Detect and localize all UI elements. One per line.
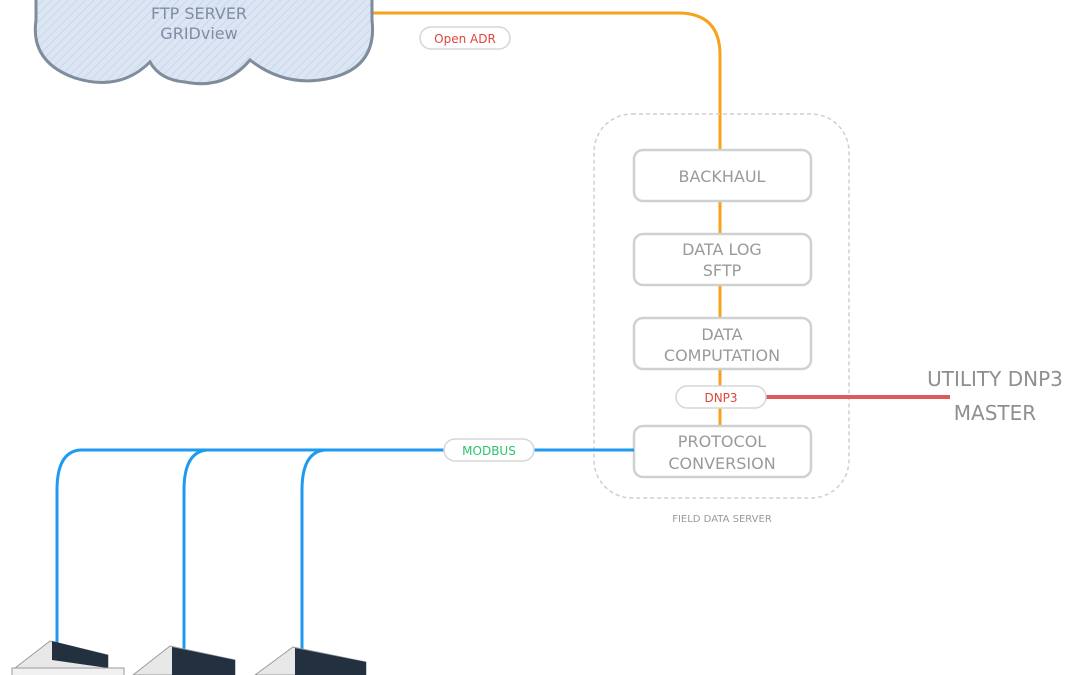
data-log-block: DATA LOG SFTP	[632, 232, 813, 287]
data-log-label-line2: SFTP	[703, 261, 742, 280]
open-adr-label: Open ADR	[434, 32, 496, 46]
backhaul-block: BACKHAUL	[632, 148, 813, 203]
field-data-server: FIELD DATA SERVER BACKHAUL DATA LOG SFTP…	[593, 113, 850, 525]
utility-master-line2: MASTER	[954, 401, 1036, 425]
field-data-server-frame	[593, 113, 850, 499]
cloud-label-line2: GRIDview	[160, 24, 237, 43]
utility-master-line1: UTILITY DNP3	[927, 367, 1063, 391]
data-computation-label-line2: COMPUTATION	[664, 346, 780, 365]
modbus-drop-1	[55, 448, 81, 645]
backhaul-label: BACKHAUL	[679, 167, 766, 186]
modbus-drop-3	[300, 448, 326, 650]
field-data-server-caption: FIELD DATA SERVER	[672, 514, 772, 525]
inverter-device-3	[254, 646, 367, 675]
inverter-device-2	[132, 645, 236, 675]
data-computation-label-line1: DATA	[701, 325, 742, 344]
modbus-drop-2	[182, 448, 208, 650]
modbus-network	[55, 448, 634, 650]
modbus-badge: MODBUS	[443, 438, 535, 462]
open-adr-link	[372, 11, 722, 150]
inverter-icon	[254, 646, 367, 675]
inverter-icon	[132, 645, 236, 675]
protocol-conversion-label-line2: CONVERSION	[668, 454, 775, 473]
cloud-label-line1: FTP SERVER	[151, 4, 247, 23]
modbus-label: MODBUS	[462, 444, 516, 458]
utility-dnp3-master: UTILITY DNP3 MASTER	[927, 367, 1063, 425]
dnp3-label: DNP3	[704, 391, 737, 405]
ftp-server-cloud: FTP SERVER GRIDview	[33, 0, 375, 86]
data-computation-block: DATA COMPUTATION	[632, 316, 813, 371]
cloud-icon	[33, 0, 375, 86]
protocol-conversion-label-line1: PROTOCOL	[678, 432, 766, 451]
dnp3-badge: DNP3	[675, 385, 767, 409]
data-log-label-line1: DATA LOG	[682, 240, 762, 259]
open-adr-badge: Open ADR	[419, 26, 511, 50]
protocol-conversion-block: PROTOCOL CONVERSION	[632, 424, 813, 479]
inverter-device-1	[11, 640, 125, 675]
inverter-icon	[11, 640, 125, 675]
